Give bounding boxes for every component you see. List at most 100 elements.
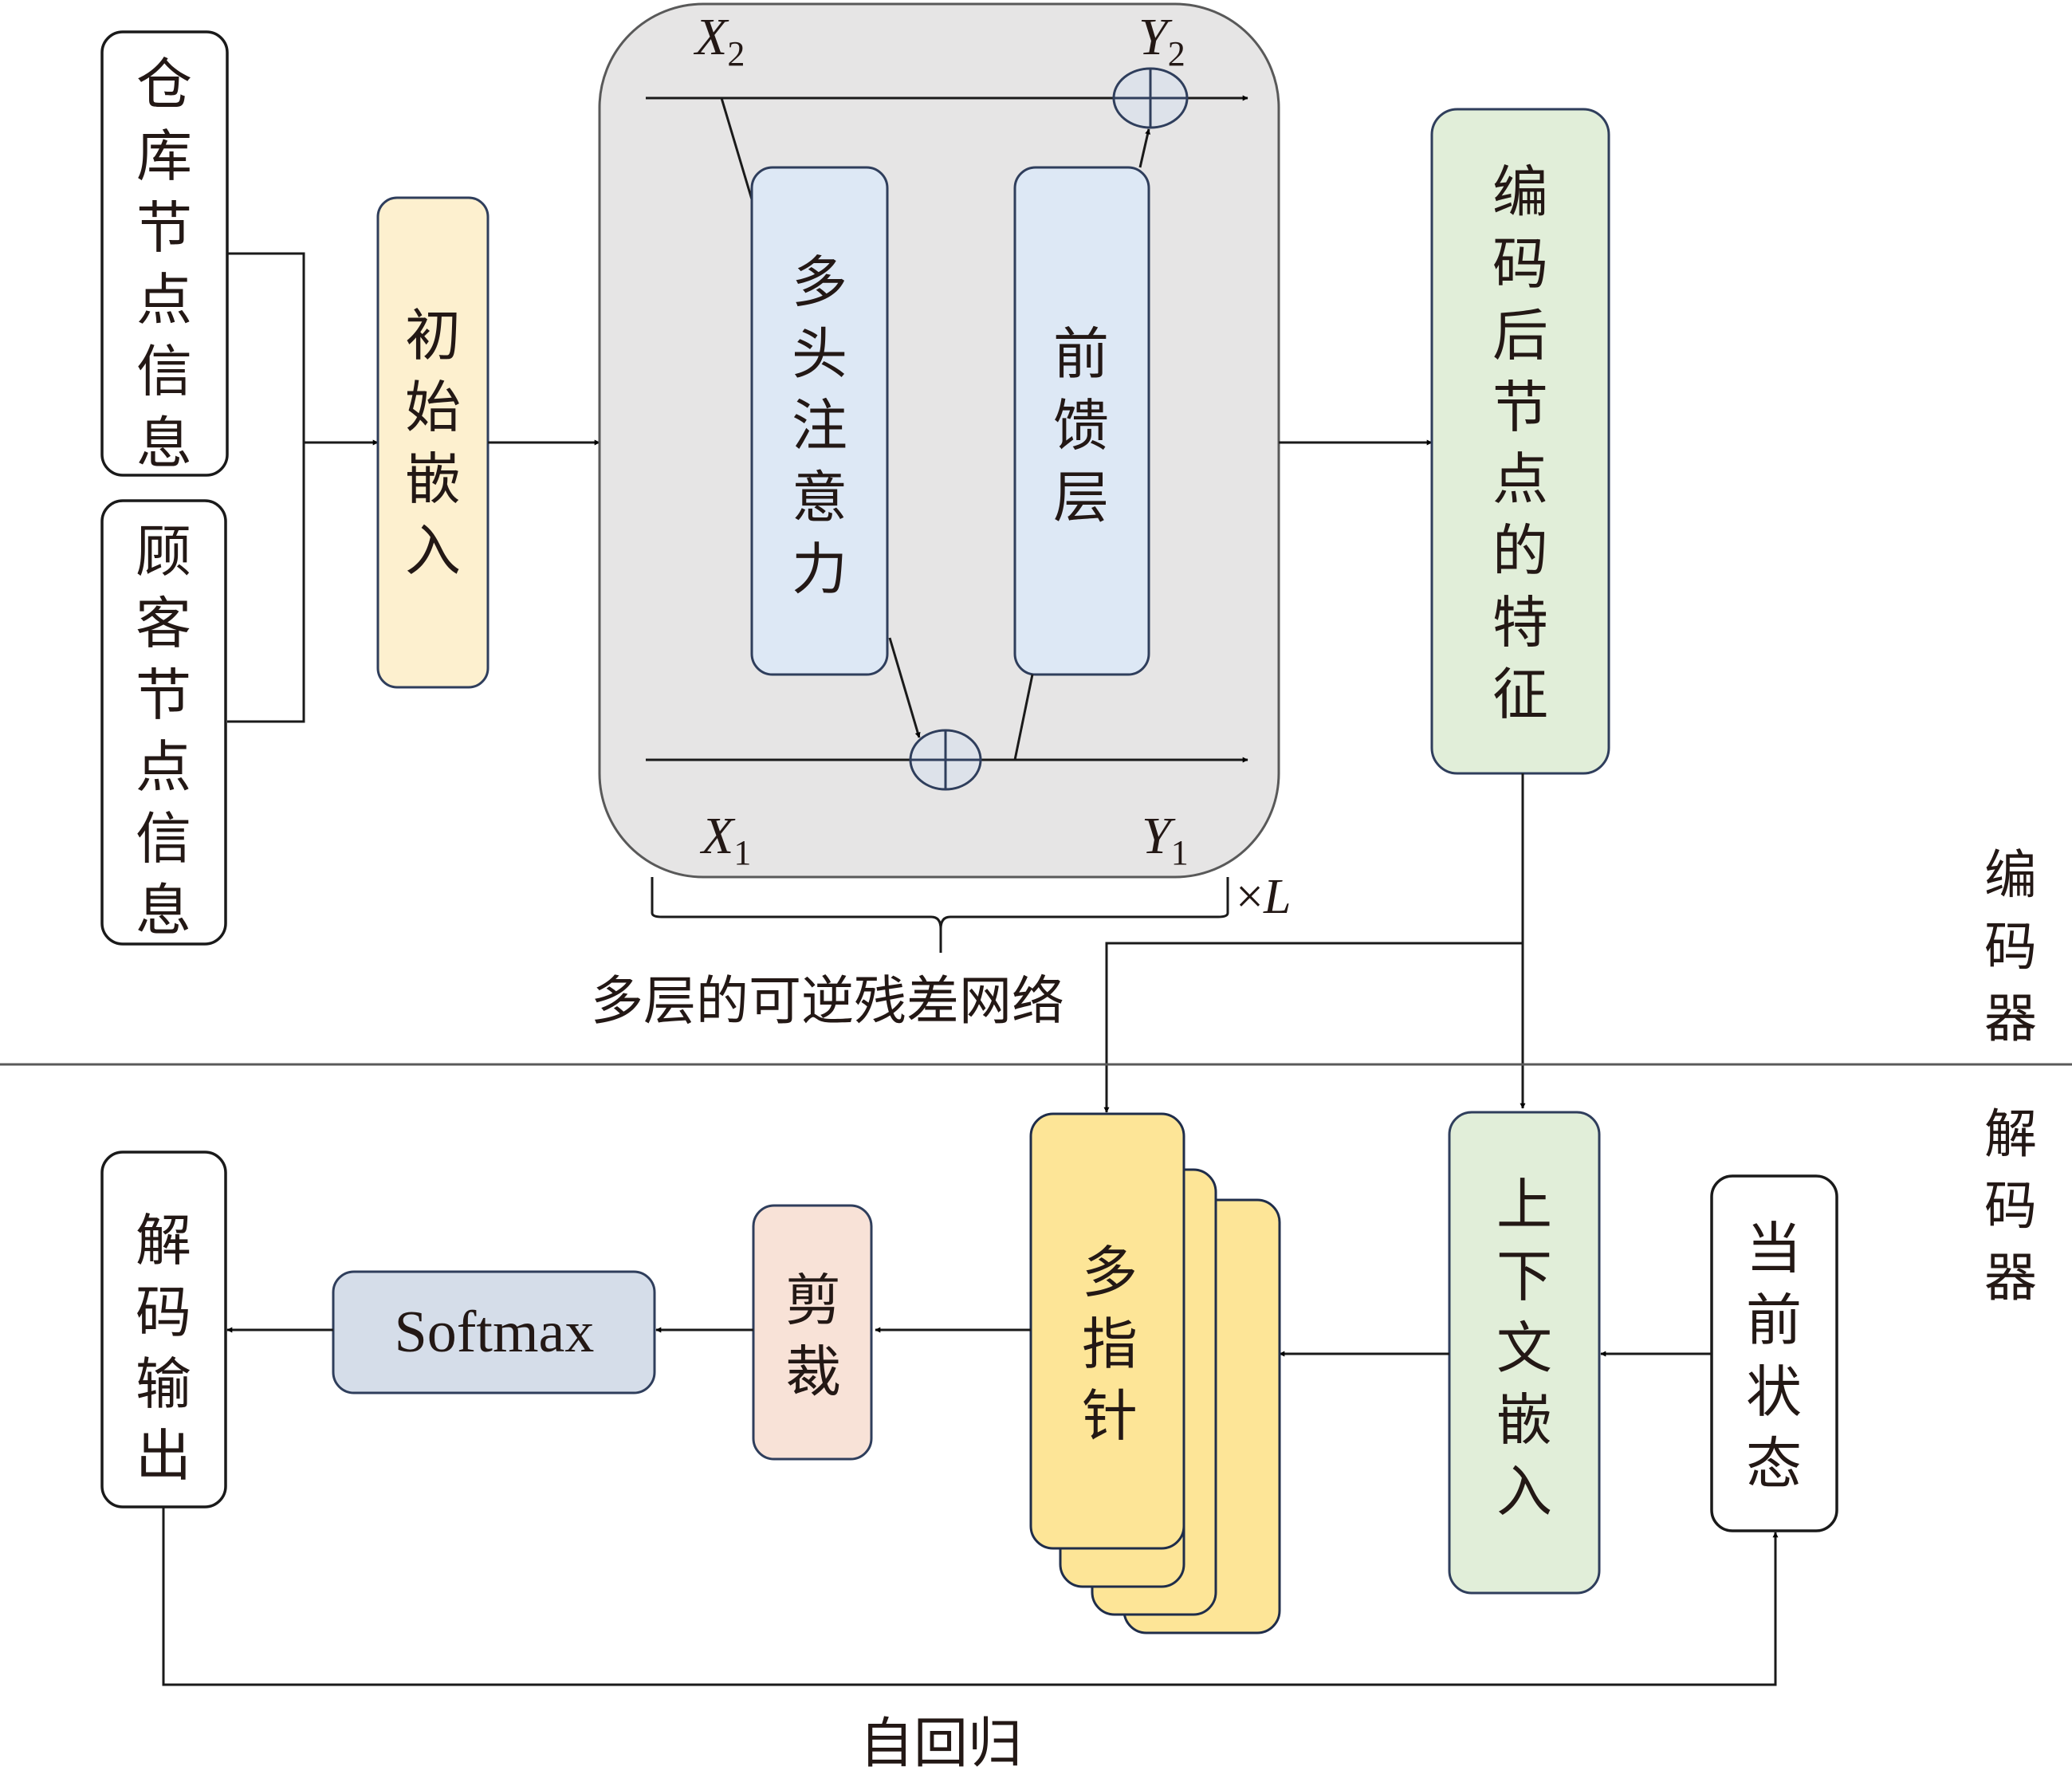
customer-node-info-box: 顾客节点信息 bbox=[100, 499, 227, 946]
label-char: 多 bbox=[792, 250, 847, 315]
label-char: 前 bbox=[1746, 1288, 1802, 1353]
label-char: 信 bbox=[136, 806, 191, 871]
sum-node-bottom bbox=[909, 729, 982, 791]
feedforward-layer-label: 前馈层 bbox=[1053, 321, 1109, 530]
current-state-box: 当前状态 bbox=[1710, 1174, 1838, 1532]
label-char: 顾 bbox=[136, 519, 191, 584]
label-char: 始 bbox=[405, 375, 461, 440]
label-char: 针 bbox=[1082, 1383, 1138, 1449]
label-char: 征 bbox=[1492, 662, 1548, 727]
reversible-residual-block: 多头注意力 前馈层 X2 Y2 X1 Y1 bbox=[598, 2, 1280, 879]
multi-head-attention-label: 多头注意力 bbox=[792, 250, 847, 602]
label-char: 力 bbox=[792, 537, 847, 602]
multi-pointer-stack: 多指针 bbox=[1029, 1112, 1281, 1634]
label-char: 点 bbox=[136, 267, 192, 332]
warehouse-connector bbox=[227, 252, 305, 723]
label-char: 指 bbox=[1082, 1312, 1138, 1377]
label-char: 下 bbox=[1496, 1244, 1552, 1309]
decode-output-label: 解码输出 bbox=[136, 1208, 191, 1489]
encoded-node-features-box: 编码后节点的特征 bbox=[1430, 108, 1610, 775]
label-char: 后 bbox=[1492, 303, 1548, 368]
label-char: 器 bbox=[1984, 988, 2037, 1049]
label-char: 节 bbox=[136, 663, 191, 728]
multi-pointer-label: 多指针 bbox=[1082, 1240, 1138, 1449]
reversible-network-caption: 多层的可逆残差网络 bbox=[591, 970, 1064, 1032]
feedforward-layer-box bbox=[1013, 166, 1150, 676]
context-embedding-label: 上下文嵌入 bbox=[1496, 1172, 1552, 1524]
decoder-section-label: 解码器 bbox=[1984, 1103, 2037, 1308]
label-char: 嵌 bbox=[405, 446, 461, 512]
label-char: 多 bbox=[1082, 1240, 1138, 1305]
features-to-pointer-connector bbox=[1103, 942, 1523, 1113]
y1-label: Y1 bbox=[1142, 807, 1189, 872]
label-char: 入 bbox=[1496, 1459, 1552, 1524]
label-char: 层 bbox=[1053, 465, 1109, 530]
label-char: 信 bbox=[136, 339, 192, 404]
label-char: 裁 bbox=[785, 1339, 841, 1405]
repeat-label: ×L bbox=[1236, 870, 1291, 924]
x1-label: X1 bbox=[699, 807, 751, 872]
label-char: 出 bbox=[136, 1423, 191, 1489]
label-char: 前 bbox=[1053, 321, 1109, 387]
y2-label: Y2 bbox=[1138, 8, 1185, 73]
warehouse-node-info-box: 仓库节点信息 bbox=[100, 30, 229, 477]
label-char: 入 bbox=[405, 518, 461, 584]
label-char: 器 bbox=[1984, 1247, 2037, 1308]
label-char: 仓 bbox=[136, 52, 192, 117]
context-embedding-box: 上下文嵌入 bbox=[1448, 1111, 1601, 1595]
crop-box: 剪裁 bbox=[752, 1204, 873, 1461]
warehouse-node-info-label: 仓库节点信息 bbox=[136, 52, 192, 476]
label-char: 的 bbox=[1492, 518, 1548, 584]
label-char: 文 bbox=[1496, 1316, 1552, 1381]
label-char: 客 bbox=[136, 591, 191, 656]
label-char: 节 bbox=[136, 195, 192, 261]
autoregressive-label: 自回归 bbox=[859, 1713, 1022, 1774]
label-char: 码 bbox=[1492, 231, 1548, 297]
label-char: 解 bbox=[136, 1208, 191, 1273]
current-state-label: 当前状态 bbox=[1746, 1216, 1802, 1497]
sum-node-top bbox=[1112, 67, 1189, 129]
attention-to-sum-arrow bbox=[888, 637, 921, 738]
autoregressive-loop-arrow bbox=[162, 1507, 1779, 1686]
label-char: 注 bbox=[792, 393, 847, 458]
label-char: 解 bbox=[1984, 1103, 2037, 1165]
customer-node-info-label: 顾客节点信息 bbox=[136, 519, 191, 943]
label-char: 编 bbox=[1492, 159, 1548, 225]
y1-to-feedforward bbox=[1013, 674, 1034, 761]
label-char: 态 bbox=[1746, 1431, 1802, 1497]
initial-embedding-label: 初始嵌入 bbox=[405, 303, 461, 584]
label-char: 息 bbox=[136, 878, 191, 943]
repeat-brace bbox=[651, 877, 1229, 953]
initial-embedding-box: 初始嵌入 bbox=[376, 196, 489, 689]
label-char: 点 bbox=[1492, 446, 1548, 512]
label-char: 当 bbox=[1746, 1216, 1802, 1281]
crop-label: 剪裁 bbox=[785, 1268, 841, 1405]
label-char: 编 bbox=[1984, 844, 2037, 906]
softmax-label: Softmax bbox=[395, 1300, 595, 1365]
label-char: 嵌 bbox=[1496, 1387, 1552, 1453]
label-char: 上 bbox=[1496, 1172, 1552, 1237]
label-char: 状 bbox=[1746, 1359, 1802, 1425]
feedforward-to-sum-arrow bbox=[1138, 128, 1151, 168]
label-char: 特 bbox=[1492, 590, 1548, 655]
encoder-section-label: 编码器 bbox=[1984, 844, 2037, 1049]
x2-label: X2 bbox=[693, 8, 745, 73]
label-char: 息 bbox=[136, 411, 192, 476]
label-char: 码 bbox=[136, 1280, 191, 1345]
encoded-node-features-label: 编码后节点的特征 bbox=[1492, 159, 1548, 727]
label-char: 码 bbox=[1984, 1175, 2037, 1237]
label-char: 剪 bbox=[785, 1268, 841, 1333]
decode-output-box: 解码输出 bbox=[100, 1151, 227, 1508]
label-char: 馈 bbox=[1053, 393, 1109, 458]
label-char: 输 bbox=[136, 1351, 191, 1417]
label-char: 库 bbox=[136, 124, 192, 189]
label-char: 码 bbox=[1984, 916, 2037, 977]
label-char: 头 bbox=[792, 321, 847, 387]
label-char: 初 bbox=[405, 303, 461, 368]
softmax-box: Softmax bbox=[332, 1270, 656, 1394]
label-char: 节 bbox=[1492, 375, 1548, 440]
label-char: 点 bbox=[136, 734, 191, 800]
label-char: 意 bbox=[792, 465, 847, 530]
x2-to-attention bbox=[720, 97, 753, 200]
